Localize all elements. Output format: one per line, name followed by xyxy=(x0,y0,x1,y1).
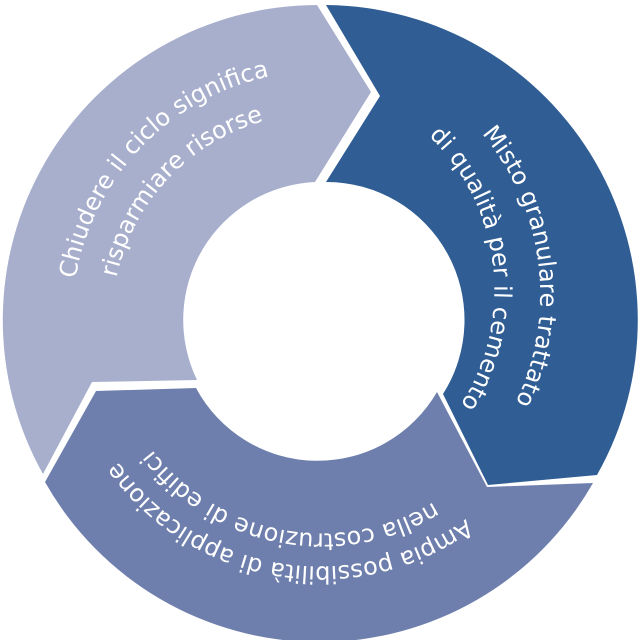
cycle-segment-application xyxy=(45,388,593,640)
cycle-segment-resources xyxy=(2,5,371,474)
cycle-segment-granular xyxy=(326,5,638,485)
